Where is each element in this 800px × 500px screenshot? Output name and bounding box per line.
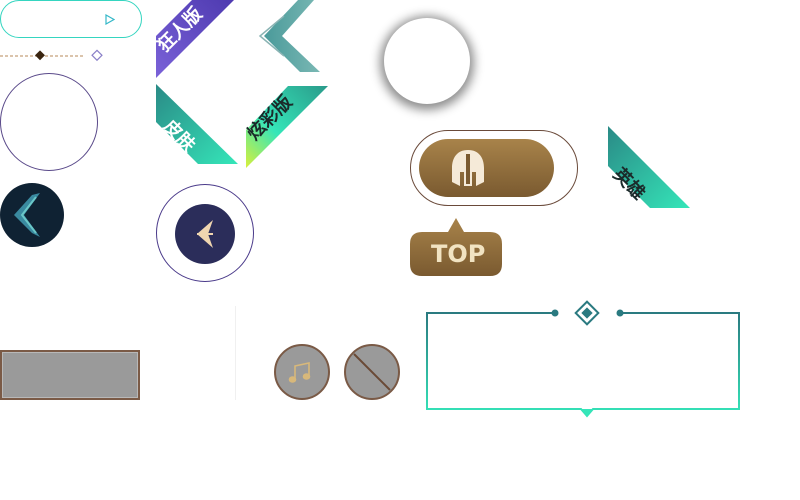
ribbon-teal (156, 84, 238, 164)
chevron-circle-button[interactable] (0, 183, 64, 247)
dashed-divider (0, 49, 103, 62)
helmet-pill-frame (410, 130, 578, 206)
music-note-icon (288, 362, 311, 383)
diamond-icon (574, 300, 600, 326)
spartan-helmet-icon (452, 150, 484, 186)
pill-play-button[interactable] (0, 0, 142, 38)
separator (235, 306, 236, 400)
tooltip-frame (426, 300, 740, 418)
shadow-circle-button[interactable] (384, 18, 470, 104)
top-badge-label[interactable]: TOP (431, 240, 486, 268)
chevron-left-icon (258, 0, 320, 72)
ribbon-teal-hero (608, 126, 690, 208)
game-emblem-icon[interactable] (175, 204, 235, 264)
emblem-circle-frame (156, 184, 254, 282)
grey-panel (0, 350, 140, 400)
chevron-left-icon (14, 193, 40, 237)
mute-button[interactable] (344, 344, 400, 400)
diamond-icon (91, 49, 103, 62)
helmet-button[interactable] (419, 139, 554, 197)
top-badge-shape (410, 218, 502, 276)
slash-icon (353, 353, 391, 391)
music-button[interactable] (274, 344, 330, 400)
circle-outline (0, 73, 98, 171)
ribbon-colorful (246, 86, 328, 168)
play-triangle-icon (105, 14, 115, 25)
diamond-icon (35, 50, 45, 61)
ribbon-purple (156, 0, 234, 78)
